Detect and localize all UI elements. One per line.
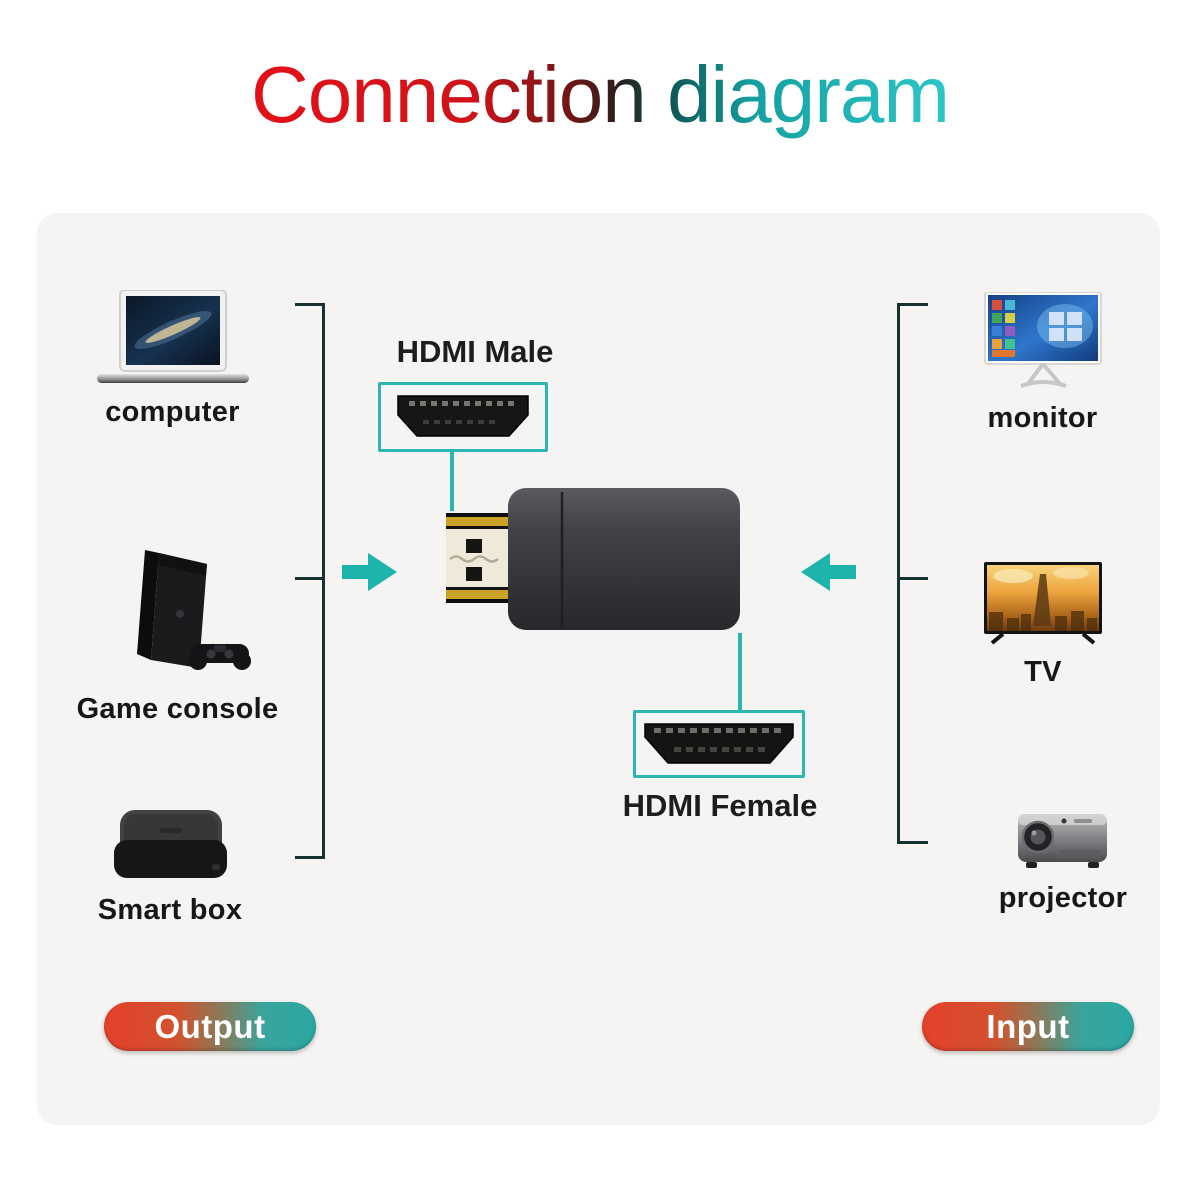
- input-bracket-tick-bottom: [897, 841, 928, 844]
- page-title: Connection diagram: [251, 50, 950, 139]
- hdmi-female-callout-box: [633, 710, 805, 778]
- male-connector-pointer-line: [450, 449, 454, 511]
- input-bracket-tick-middle: [897, 577, 928, 580]
- hdmi-male-label: HDMI Male: [396, 334, 554, 369]
- projector-label: projector: [998, 882, 1128, 914]
- gamepad-icon: [188, 644, 251, 670]
- monitor-label: monitor: [987, 402, 1098, 434]
- pin-row-top: [409, 401, 514, 406]
- arrow-right-icon: [342, 553, 397, 591]
- adapter-body: [508, 488, 740, 630]
- page-title-text: Connection diagram: [251, 50, 949, 139]
- pin-row-top: [654, 728, 781, 733]
- input-badge: Input: [922, 1002, 1134, 1051]
- device-monitor: monitor: [955, 292, 1130, 435]
- pin-row-bottom: [423, 420, 495, 424]
- tv-icon: [984, 562, 1102, 645]
- hdmi-female-label: HDMI Female: [622, 788, 818, 823]
- tower-silhouette: [1033, 574, 1051, 626]
- pin-row-bottom: [674, 747, 765, 752]
- adapter-male-plug: [446, 513, 510, 603]
- device-game-console: Game console: [77, 548, 278, 726]
- hdmi-male-callout-box: [378, 382, 548, 452]
- hdmi-adapter-image: [446, 488, 740, 630]
- input-bracket-tick-top: [897, 303, 928, 306]
- smart-box-icon: [113, 810, 227, 878]
- device-projector: projector: [968, 806, 1158, 915]
- game-console-icon: [136, 550, 251, 670]
- monitor-icon: [983, 292, 1102, 388]
- device-computer: computer: [85, 290, 260, 429]
- output-bracket-tick-middle: [295, 577, 325, 580]
- windows-logo: [1048, 312, 1082, 341]
- projector-icon: [1017, 814, 1107, 868]
- device-smart-box: Smart box: [80, 806, 260, 927]
- device-tv: TV: [958, 562, 1128, 689]
- input-bracket-line: [897, 303, 900, 844]
- output-bracket-tick-bottom: [295, 856, 325, 859]
- hdmi-female-connector-icon: [644, 723, 794, 764]
- output-bracket-tick-top: [295, 303, 325, 306]
- game-console-label: Game console: [76, 693, 279, 725]
- city-silhouette: [989, 611, 1097, 631]
- tile-grid: [991, 300, 1015, 357]
- laptop-icon: [96, 290, 249, 383]
- arrow-left-icon: [801, 553, 856, 591]
- output-bracket-line: [322, 303, 325, 859]
- hdmi-male-connector-icon: [397, 395, 529, 437]
- output-badge: Output: [104, 1002, 316, 1051]
- smart-box-label: Smart box: [97, 894, 243, 926]
- female-connector-pointer-line: [738, 633, 742, 713]
- tv-label: TV: [1024, 656, 1062, 688]
- computer-label: computer: [105, 396, 240, 428]
